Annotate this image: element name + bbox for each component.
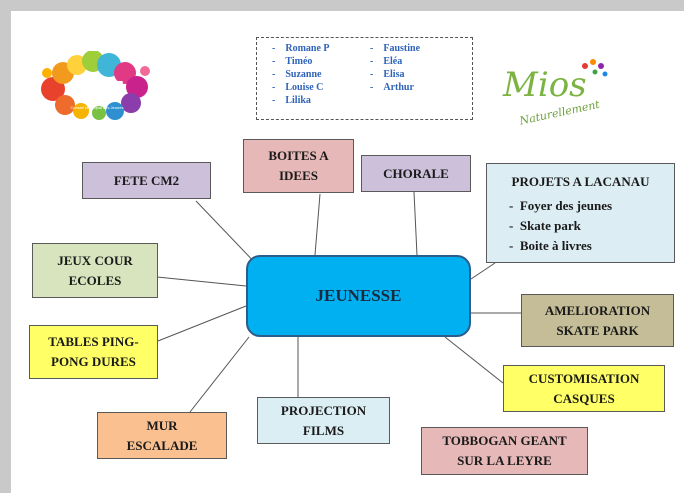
center-node-jeunesse: JEUNESSE [246,255,471,337]
connector-tables [157,305,247,342]
node-mur-escalade: MUR ESCALADE [97,412,227,459]
node-fete-cm2: FETE CM2 [82,162,211,199]
participant-name: Suzanne [272,68,330,81]
participant-name: Elisa [370,68,420,81]
mindmap-page: CMJ Conseil Municipal des Jeunes Romane … [11,11,684,493]
lacanau-item: Foyer des jeunes [509,196,674,216]
node-chorale: CHORALE [361,155,471,192]
lacanau-item: Boite à livres [509,236,674,256]
connector-boites [314,193,321,256]
connector-lacanau [470,262,496,280]
connector-jeux [156,276,247,287]
node-jeux-cour-ecoles: JEUX COUR ECOLES [32,243,158,298]
connector-chorale [413,191,418,256]
participants-list: Romane P Timéo Suzanne Louise C Lilika F… [256,37,473,120]
cmj-logo: CMJ Conseil Municipal des Jeunes [41,50,161,121]
connector-mur [189,336,250,413]
participant-name: Eléa [370,55,420,68]
participant-name: Timéo [272,55,330,68]
node-boites-a-idees: BOITES A IDEES [243,139,354,193]
participant-name: Louise C [272,81,330,94]
participant-name: Romane P [272,42,329,55]
node-projets-lacanau: PROJETS A LACANAU Foyer des jeunes Skate… [486,163,675,263]
connector-customisation [444,336,504,384]
participant-name: Arthur [370,81,420,94]
node-amelioration-skate-park: AMELIORATION SKATE PARK [521,294,674,347]
cmj-logo-text: CMJ [70,75,125,105]
node-projection-films: PROJECTION FILMS [257,397,390,444]
node-tobbogan-geant: TOBBOGAN GEANT SUR LA LEYRE [421,427,588,475]
lacanau-item: Skate park [509,216,674,236]
mios-logo-text: Mios [502,65,587,105]
cmj-logo-subtext: Conseil Municipal des Jeunes [71,105,124,110]
participants-col-2: Faustine Eléa Elisa Arthur [370,42,420,94]
participants-col-1: Romane P Timéo Suzanne Louise C Lilika [272,42,330,107]
lacanau-title: PROJETS A LACANAU [511,174,650,189]
node-customisation-casques: CUSTOMISATION CASQUES [503,365,665,412]
participant-name: Lilika [272,94,330,107]
mios-logo: Mios Naturellement [491,56,621,131]
participant-name: Faustine [370,42,420,55]
lacanau-list: Foyer des jeunes Skate park Boite à livr… [487,196,674,256]
node-tables-ping-pong: TABLES PING- PONG DURES [29,325,158,379]
